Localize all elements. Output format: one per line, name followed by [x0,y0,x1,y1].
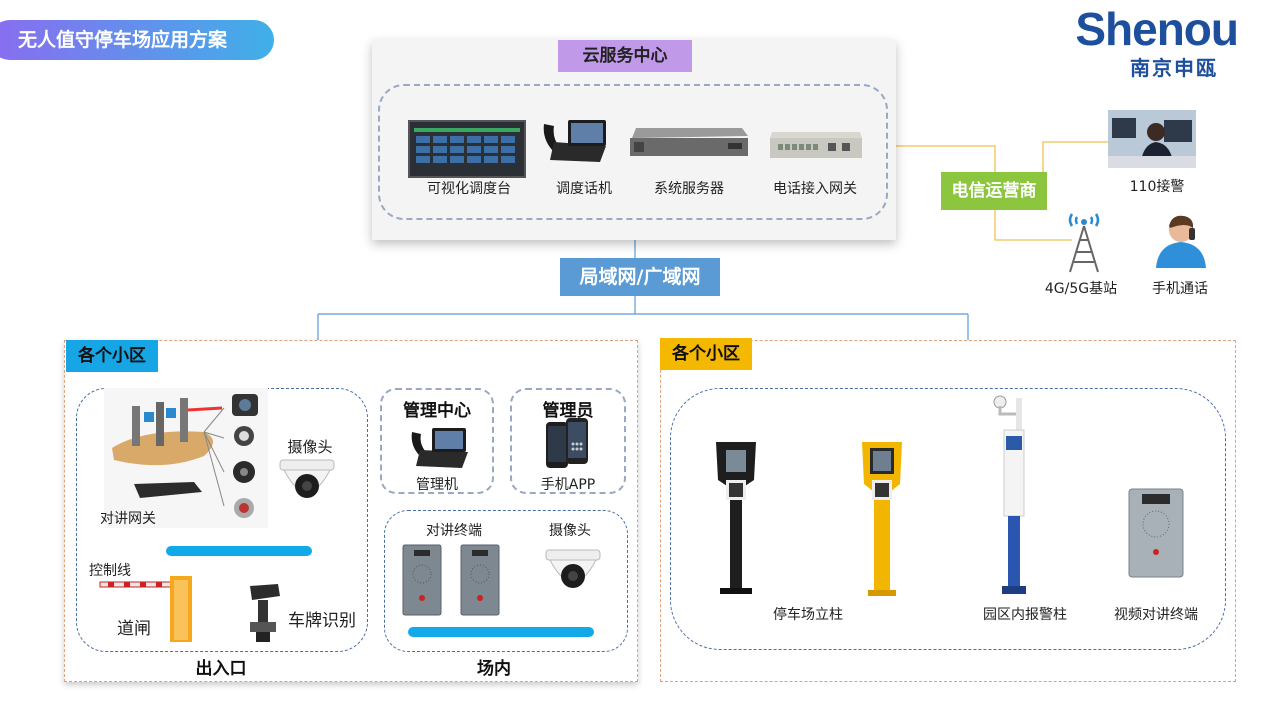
intercom-terminal-2-icon [460,544,500,620]
management-group [380,388,494,494]
dispatch-phone-label: 调度话机 [556,181,612,197]
admin-device-label: 手机APP [540,477,596,493]
network-label: 局域网/广域网 [560,258,720,296]
video-intercom-terminal-icon [1128,488,1184,582]
base-station-icon [1062,212,1106,278]
system-server-icon [628,124,750,164]
right-device-group [670,388,1226,650]
inside-dome-camera-icon [542,548,604,604]
police-dispatcher-icon [1108,110,1196,168]
left-area-tag: 各个小区 [66,340,158,372]
intercom-gateway-label: 对讲网关 [100,511,156,527]
system-server-label: 系统服务器 [654,181,724,197]
right-area-tag: 各个小区 [660,338,752,370]
inside-bus-bar [408,627,594,637]
intercom-terminal-label: 对讲终端 [426,523,482,539]
cloud-label: 云服务中心 [558,40,692,72]
entrance-camera-label: 摄像头 [287,438,333,456]
barrier-label: 道闸 [117,619,151,639]
alarm-pillar-label: 园区内报警柱 [983,607,1067,623]
dispatch-phone-icon [540,116,612,168]
police-110-label: 110接警 [1129,179,1185,195]
entrance-bus-bar [166,546,312,556]
logo-subtitle: 南京申瓯 [1130,56,1218,80]
admin-group [510,388,626,494]
plate-recognition-label: 车牌识别 [288,611,356,631]
admin-title: 管理员 [542,401,594,421]
intercom-terminal-1-icon [402,544,442,620]
barrier-gate-icon [98,572,198,650]
management-phone-icon [408,422,472,474]
inside-title: 场内 [477,659,511,679]
right-area-panel [660,340,1236,682]
entrance-dome-camera-icon [276,458,338,514]
mobile-call-label: 手机通话 [1152,281,1208,297]
phone-gateway-label: 电话接入网关 [773,181,857,197]
plate-camera-icon [246,582,282,648]
parking-pillar-label: 停车场立柱 [773,607,843,623]
management-title: 管理中心 [403,401,471,421]
inside-group [384,510,628,652]
parking-pillar-black-icon [712,440,760,600]
phone-gateway-icon [768,128,864,166]
alarm-pillar-icon [990,392,1032,600]
mobile-app-icon [544,416,590,474]
cloud-device-group [378,84,888,220]
video-intercom-label: 视频对讲终端 [1114,607,1198,623]
page-title: 无人值守停车场应用方案 [0,20,274,60]
entrance-title: 出入口 [195,659,247,679]
telecom-label: 电信运营商 [941,172,1047,210]
base-station-label: 4G/5G基站 [1044,281,1118,297]
management-device-label: 管理机 [416,477,458,493]
control-line-label: 控制线 [89,563,131,579]
logo-text: Shenou [1075,3,1239,55]
parking-pillar-yellow-icon [858,440,906,604]
gate-system-image [104,388,268,528]
mobile-caller-icon [1148,210,1214,272]
dispatch-console-icon [408,120,526,178]
inside-camera-label: 摄像头 [549,523,591,539]
dispatch-console-label: 可视化调度台 [427,181,511,197]
